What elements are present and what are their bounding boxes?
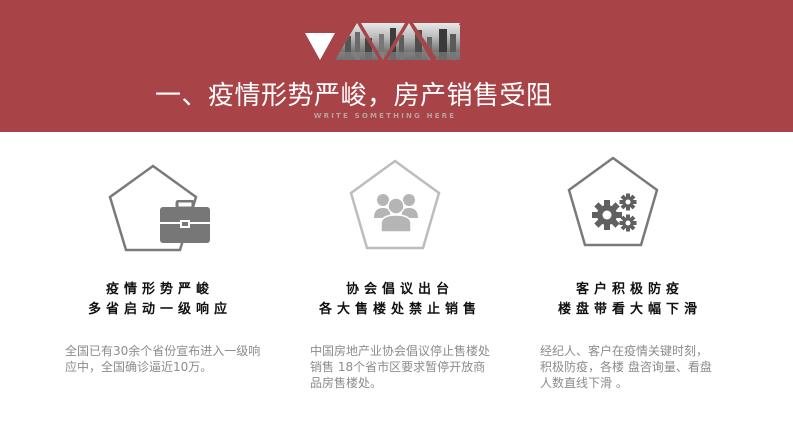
heading-line-2: 楼盘带看大幅下滑 xyxy=(557,302,702,317)
pentagon-frame-icon xyxy=(108,164,198,252)
card-description: 全国已有30余个省份宣布进入一级响应中，全国确诊逼近10万。 xyxy=(65,344,261,374)
card-description: 经纪人、客户在疫情关键时刻，积极防疫，各楼 盘咨询量、看盘人数直线下滑 。 xyxy=(540,344,712,390)
city-skyline-image xyxy=(335,23,460,60)
heading-line-1: 客户积极防疫 xyxy=(575,282,684,297)
header-banner: 一、疫情形势严峻，房产销售受阻 WRITE SOMETHING HERE xyxy=(0,0,793,132)
page-title: 一、疫情形势严峻，房产销售受阻 xyxy=(155,81,553,111)
card-heading-customers: 客户积极防疫 楼盘带看大幅下滑 xyxy=(520,280,740,320)
card-heading-association: 协会倡议出台 各大售楼处禁止销售 xyxy=(290,280,510,320)
card-heading-epidemic: 疫情形势严峻 多省启动一级响应 xyxy=(55,280,265,320)
heading-line-2: 各大售楼处禁止销售 xyxy=(318,302,481,317)
users-group-icon xyxy=(374,194,418,232)
card-description: 中国房地产业协会倡议停止售楼处销售 18个省市区要求暂停开放商品房售楼处。 xyxy=(310,344,491,390)
pentagon-frame-icon xyxy=(349,159,441,250)
heading-line-2: 多省启动一级响应 xyxy=(87,302,232,317)
down-triangle-icon xyxy=(305,33,335,60)
heading-line-1: 疫情形势严峻 xyxy=(105,282,214,297)
gears-icon xyxy=(592,193,637,232)
heading-line-1: 协会倡议出台 xyxy=(345,282,454,297)
pentagon-frame-icon xyxy=(567,156,659,247)
page-subtitle: WRITE SOMETHING HERE xyxy=(313,112,457,120)
briefcase-icon xyxy=(160,200,210,243)
